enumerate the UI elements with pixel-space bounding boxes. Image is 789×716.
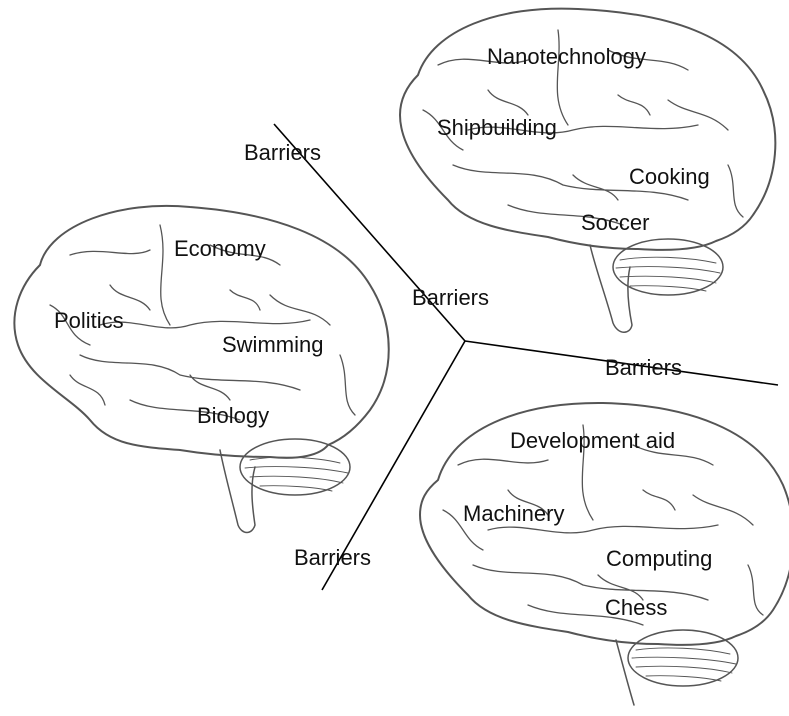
brain-left (13, 204, 390, 534)
topic-label: Computing (606, 546, 713, 571)
barrier-label: Barriers (294, 545, 372, 570)
topic-label: Biology (197, 403, 270, 428)
topic-label: Cooking (629, 164, 710, 189)
topic-label: Economy (174, 236, 266, 261)
topic-label: Politics (54, 308, 124, 333)
barrier-line-lower (321, 340, 466, 591)
brain-bottom-right (419, 401, 789, 706)
topic-label: Machinery (463, 501, 565, 526)
barrier-line-upper (273, 123, 466, 342)
barrier-label: Barriers (605, 355, 683, 380)
topic-label: Nanotechnology (487, 44, 647, 69)
barrier-lines (273, 123, 779, 591)
topic-label: Chess (605, 595, 668, 620)
barrier-label: Barriers (244, 140, 322, 165)
topic-label: Soccer (581, 210, 650, 235)
topic-label: Shipbuilding (437, 115, 557, 140)
barrier-line-right (464, 340, 779, 386)
brain-top-right (399, 7, 777, 333)
topic-label: Development aid (510, 428, 676, 453)
barrier-label: Barriers (412, 285, 490, 310)
topic-label: Swimming (222, 332, 324, 357)
